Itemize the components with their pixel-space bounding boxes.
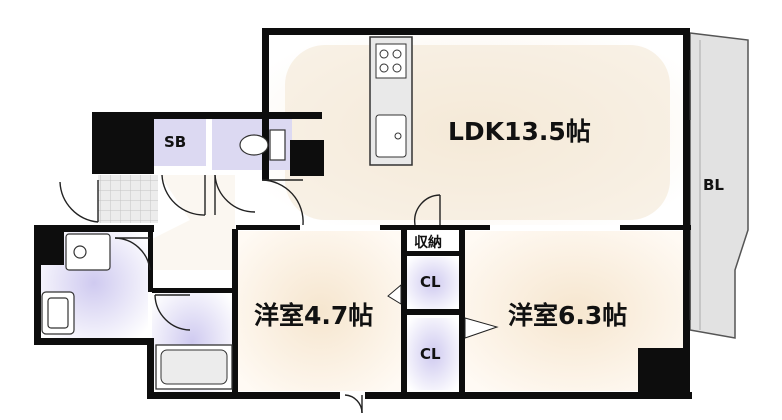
washroom-fixtures <box>41 233 111 335</box>
kitchen-counter <box>369 36 413 166</box>
ldk-label: LDK13.5帖 <box>448 117 591 146</box>
bedroom-a-label: 洋室4.7帖 <box>254 301 374 330</box>
closet-a-label: CL <box>420 273 441 291</box>
shoebox-floor <box>154 118 206 166</box>
toilet-fixture <box>239 129 286 161</box>
balcony-label: BL <box>703 176 724 194</box>
closet-b-label: CL <box>420 345 441 363</box>
storage-floor <box>407 229 459 253</box>
entrance-floor <box>98 175 158 223</box>
closet-b-floor <box>407 318 459 390</box>
shoebox-label: SB <box>164 133 187 151</box>
bedroom-a-floor <box>238 231 403 391</box>
bedroom-b-label: 洋室6.3帖 <box>508 301 628 330</box>
storage-label: 収納 <box>414 235 442 251</box>
closet-a-floor <box>407 257 459 309</box>
bathtub <box>155 344 233 390</box>
